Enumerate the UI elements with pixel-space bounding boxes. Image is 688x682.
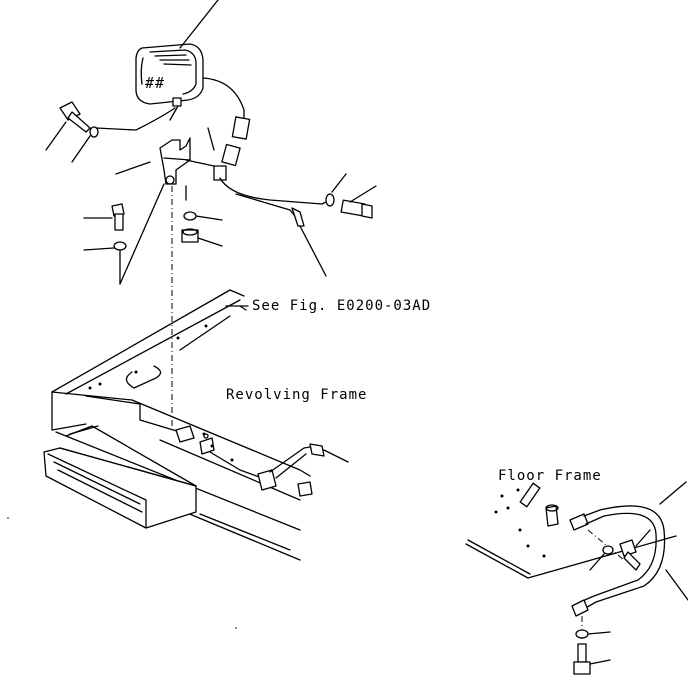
washer-center [183, 211, 197, 221]
ground-cable [569, 481, 688, 617]
connector-right [231, 116, 251, 140]
bolt-left-bottom [111, 203, 125, 231]
nut-center [181, 229, 199, 243]
washer-right [325, 193, 335, 207]
frame-components [175, 425, 349, 497]
washer-left-top [89, 126, 99, 138]
relay-wire-right [202, 77, 245, 119]
label-see-fig: See Fig. E0200-03AD [252, 298, 431, 314]
bolt-bottom [573, 643, 591, 675]
svg-text:##: ## [145, 74, 165, 92]
harness-wire [219, 177, 331, 205]
label-floor-frame: Floor Frame [498, 468, 602, 484]
leader-relay [179, 0, 219, 49]
bolt-floor [619, 539, 641, 571]
connector-mid [221, 143, 241, 167]
bolt-left-top [59, 101, 91, 133]
connector-lower [213, 165, 227, 181]
washer-left-bottom [113, 241, 127, 251]
bolt-right [340, 199, 373, 219]
wire-terminal [291, 207, 305, 227]
washer-floor [602, 545, 614, 555]
floor-frame [465, 482, 677, 579]
relay-unit: ## [135, 43, 204, 107]
revolving-frame [51, 289, 311, 561]
washer-bottom [575, 629, 589, 639]
label-revolving-frame: Revolving Frame [226, 387, 367, 403]
step [43, 425, 197, 529]
mounting-bracket [159, 137, 191, 185]
